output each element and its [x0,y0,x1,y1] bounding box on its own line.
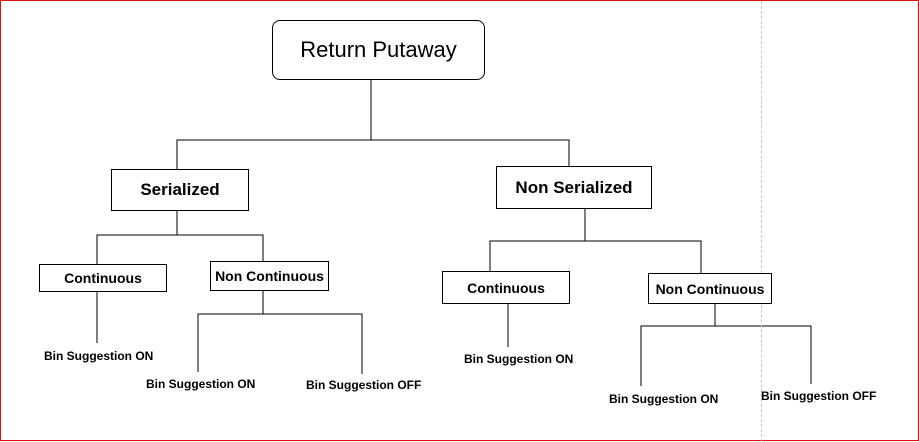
nonserialized-noncontinuous-bin-on: Bin Suggestion ON [609,392,719,406]
non-serialized-non-continuous-node: Non Continuous [648,273,772,304]
nonserialized-noncontinuous-bin-off: Bin Suggestion OFF [761,389,877,403]
non-serialized-continuous-node: Continuous [442,271,570,304]
serialized-noncontinuous-bin-off: Bin Suggestion OFF [306,378,422,392]
serialized-continuous-bin-on: Bin Suggestion ON [44,349,154,363]
connector-serialized-noncontinuous-split [197,313,363,374]
nonserialized-continuous-bin-on: Bin Suggestion ON [464,352,574,366]
connector-serialized-split [96,234,264,264]
root-node: Return Putaway [272,20,485,80]
connector-nonserialized-noncontinuous-split [640,325,812,386]
serialized-continuous-node: Continuous [39,264,167,292]
serialized-node: Serialized [111,169,249,211]
connector-root-split [176,139,570,169]
serialized-non-continuous-node: Non Continuous [210,261,329,291]
guide-line [761,1,762,442]
serialized-noncontinuous-bin-on: Bin Suggestion ON [146,377,256,391]
connector-nonserialized-split [489,240,702,273]
non-serialized-node: Non Serialized [496,166,652,209]
